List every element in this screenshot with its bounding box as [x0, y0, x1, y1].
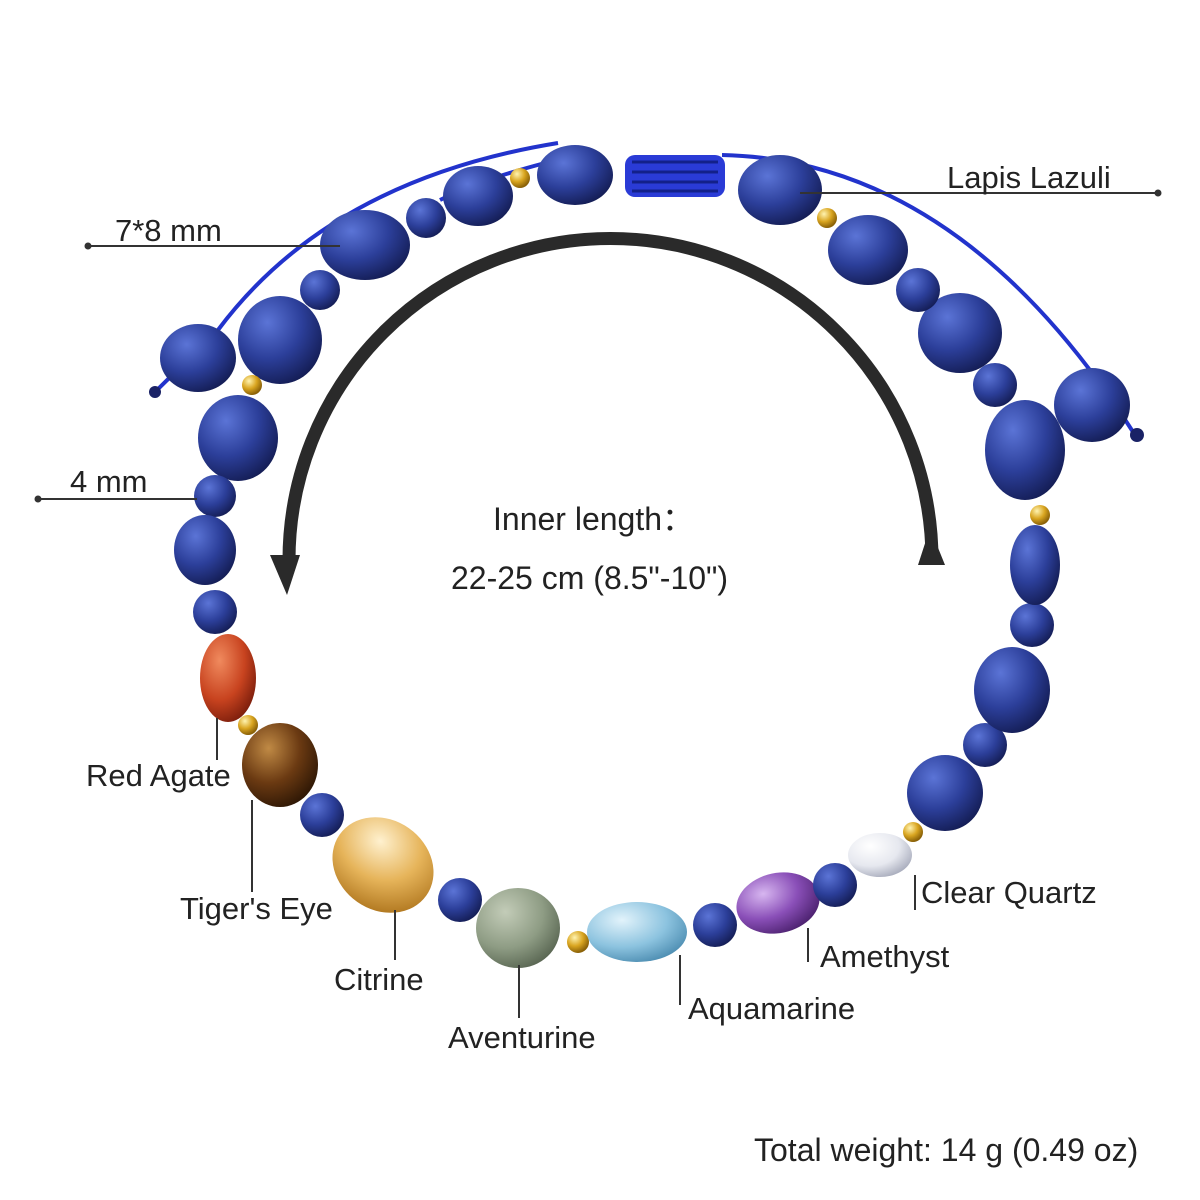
inner-length-label: Inner length：: [493, 501, 695, 537]
lapis-bead: [174, 515, 236, 585]
lapis-bead: [320, 210, 410, 280]
label-clear-quartz: Clear Quartz: [921, 875, 1097, 910]
lapis-bead: [1010, 525, 1060, 605]
lapis-bead: [813, 863, 857, 907]
ring-arrow-left-icon: [270, 555, 300, 595]
lapis-bead: [738, 155, 822, 225]
total-weight: Total weight: 14 g (0.49 oz): [754, 1132, 1139, 1168]
label-aquamarine: Aquamarine: [688, 991, 856, 1026]
aquamarine-bead: [587, 902, 687, 962]
lapis-bead: [194, 475, 236, 517]
lapis-bead: [406, 198, 446, 238]
red-agate-bead: [200, 634, 256, 722]
label-tigers-eye: Tiger's Eye: [180, 891, 333, 926]
lapis-bead: [1054, 368, 1130, 442]
lapis-bead: [985, 400, 1065, 500]
clear-quartz-bead: [848, 833, 912, 877]
gold-spacer: [242, 375, 262, 395]
lapis-bead: [300, 793, 344, 837]
lapis-bead: [1010, 603, 1054, 647]
tigers-eye-bead: [242, 723, 318, 807]
cord-end-right: [1130, 428, 1144, 442]
ring-arc: [282, 232, 939, 561]
lapis-bead: [693, 903, 737, 947]
lapis-bead: [896, 268, 940, 312]
bead-chain: [160, 145, 1130, 968]
citrine-bead: [332, 817, 434, 913]
label-amethyst: Amethyst: [820, 939, 950, 974]
label-red-agate: Red Agate: [86, 758, 231, 793]
lapis-bead: [438, 878, 482, 922]
label-size-large: 7*8 mm: [115, 213, 222, 248]
lapis-bead: [974, 647, 1050, 733]
gold-spacer: [510, 168, 530, 188]
lapis-bead: [198, 395, 278, 481]
gold-spacer: [1030, 505, 1050, 525]
lapis-bead: [918, 293, 1002, 373]
gold-spacer: [567, 931, 589, 953]
lapis-bead: [238, 296, 322, 384]
cord-end-left: [149, 386, 161, 398]
gold-spacer: [903, 822, 923, 842]
label-citrine: Citrine: [334, 962, 424, 997]
lapis-bead: [537, 145, 613, 205]
lapis-bead: [160, 324, 236, 392]
gold-spacer: [817, 208, 837, 228]
amethyst-bead: [736, 872, 820, 934]
inner-length-value: 22-25 cm (8.5"-10"): [451, 560, 729, 596]
label-aventurine: Aventurine: [448, 1020, 596, 1055]
lapis-bead: [907, 755, 983, 831]
aventurine-bead: [476, 888, 560, 968]
lapis-bead: [193, 590, 237, 634]
lapis-bead: [973, 363, 1017, 407]
label-lapis-lazuli: Lapis Lazuli: [947, 160, 1111, 195]
lapis-bead: [828, 215, 908, 285]
lapis-bead: [300, 270, 340, 310]
label-size-small: 4 mm: [70, 464, 148, 499]
gold-spacer: [238, 715, 258, 735]
lapis-bead: [443, 166, 513, 226]
ring-arrow-right-icon: [918, 528, 945, 565]
inner-length-ring: [270, 232, 945, 595]
leader-lines: [34, 189, 1162, 1018]
lapis-bead: [963, 723, 1007, 767]
sliding-knot: [625, 155, 725, 197]
